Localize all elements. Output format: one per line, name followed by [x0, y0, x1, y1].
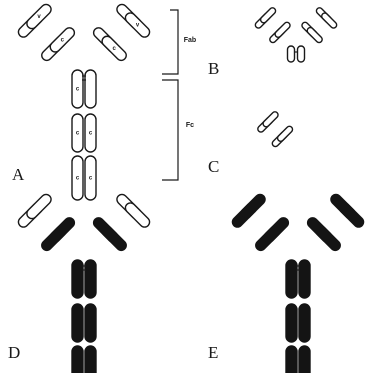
fab2-right-arm-light-constant-domain: [306, 26, 324, 44]
antibody-e-right-arm-light-variable-domain: [337, 201, 365, 229]
antibody-d-stem-chain1-hinge-ch2: [72, 260, 83, 298]
fab-bracket: [162, 10, 178, 74]
antibody-e-stem-chain1-ch3: [286, 346, 297, 373]
fc-bracket: [162, 80, 178, 180]
antibody-a-stem-chain2-hinge-ch2: [85, 70, 96, 108]
antibody-e-stem-chain2-ch2: [299, 304, 310, 342]
antibody-d-stem-chain1-ch2: [72, 304, 83, 342]
fab-single-arm-light-variable-domain: [262, 111, 280, 129]
antibody-d: [16, 192, 151, 373]
fab2-hinge-left: [288, 46, 295, 62]
fc-label: Fc: [186, 122, 194, 129]
panel-label-e: E: [208, 343, 218, 362]
antibody-e-stem-chain2-ch3: [299, 346, 310, 373]
fragment-fab2: [254, 7, 338, 62]
fab2-left-arm-light-variable-domain: [259, 7, 277, 25]
fab2-hinge-right: [298, 46, 305, 62]
antibody-d-left-arm-light-constant-domain: [48, 216, 76, 244]
antibody-e-stem-chain1-ch2: [286, 304, 297, 342]
antibody-e-stem-chain2-hinge-ch2: [299, 260, 310, 298]
antibody-d-right-arm-light-variable-domain: [123, 201, 151, 229]
antibody-e-left-arm-light-variable-domain: [239, 192, 267, 220]
antibody-e: [230, 192, 365, 373]
antibody-e-stem-chain1-hinge-ch2: [286, 260, 297, 298]
fab-label: Fab: [184, 37, 196, 44]
antibody-d-stem-chain2-hinge-ch2: [85, 260, 96, 298]
panel-label-a: A: [12, 165, 25, 184]
antibody-a: vcvvcvccccc: [16, 2, 151, 200]
antibody-d-right-arm-light-constant-domain: [100, 224, 128, 252]
fab-single-arm-light-constant-domain: [276, 125, 294, 143]
panel-label-d: D: [8, 343, 20, 362]
antibody-d-stem-chain1-ch3: [72, 346, 83, 373]
fragment-fab: [257, 111, 294, 148]
antibody-e-left-arm-light-constant-domain: [262, 216, 290, 244]
antibody-d-stem-chain2-ch2: [85, 304, 96, 342]
antibody-e-right-arm-light-constant-domain: [314, 224, 342, 252]
fab2-right-arm-light-variable-domain: [320, 12, 338, 30]
fab2-left-arm-light-constant-domain: [274, 21, 292, 39]
antibody-d-stem-chain2-ch3: [85, 346, 96, 373]
panel-label-c: C: [208, 157, 219, 176]
antibody-d-left-arm-light-variable-domain: [25, 192, 53, 220]
panel-label-b: B: [208, 59, 219, 78]
